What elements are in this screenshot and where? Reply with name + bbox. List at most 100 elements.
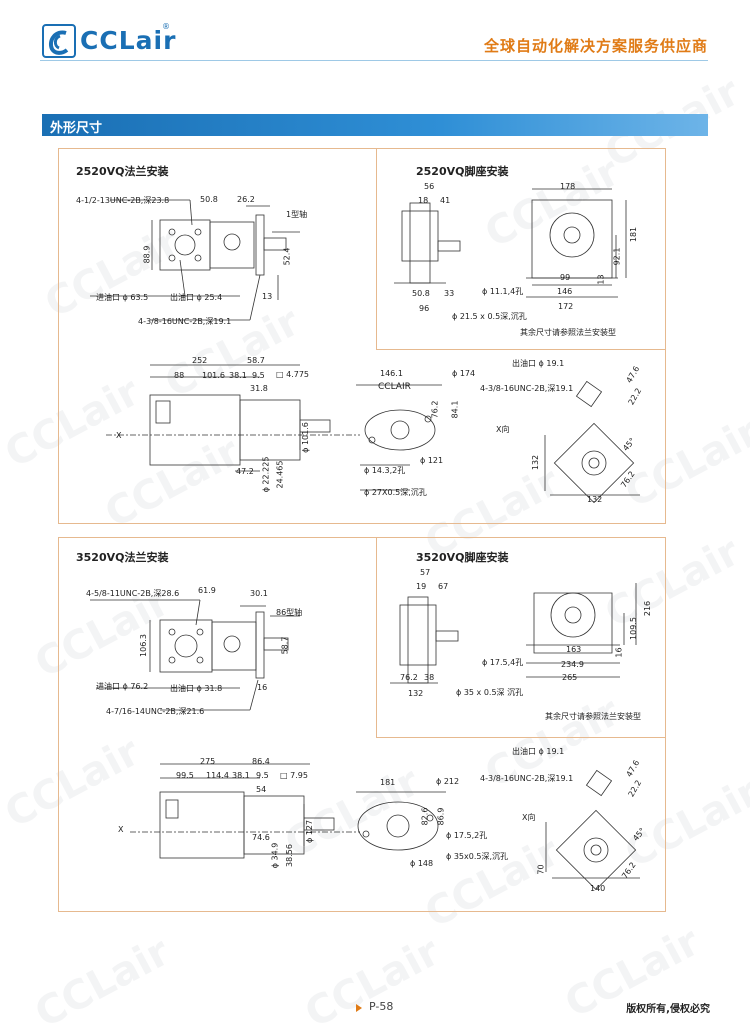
p6-dim: 86.4 — [252, 757, 270, 766]
p5-dim: 216 — [643, 600, 653, 617]
watermark: CCLair — [27, 928, 177, 1035]
p6-dim: ϕ 127 — [305, 819, 315, 844]
p3-dim: 132 — [587, 495, 603, 504]
p5-dim: ϕ 17.5,4孔 — [482, 658, 524, 667]
p5-dim: 132 — [408, 689, 424, 698]
p2-dim: 99 — [560, 273, 571, 282]
p6-dim: 114.4 — [206, 771, 229, 780]
p6-dim: 9.5 — [256, 771, 269, 780]
p3-dim: 146.1 — [380, 369, 403, 378]
p2-dim: 13 — [596, 274, 606, 285]
p2-dim: 56 — [424, 182, 435, 191]
p5-note: 其余尺寸请参照法兰安装型 — [545, 712, 641, 721]
p5-dim: 19 — [416, 582, 427, 591]
p6-dim: X向 — [522, 813, 536, 822]
p2-dim: 50.8 — [412, 289, 430, 298]
p3-dim: 252 — [192, 356, 208, 365]
page-arrow-icon — [356, 1004, 362, 1012]
p4-title: 3520VQ法兰安装 — [76, 551, 169, 564]
logo-text: CCLair — [80, 26, 177, 55]
p6-dim: ϕ 35x0.5深,沉孔 — [446, 852, 508, 861]
p3-dim: 76.2 — [430, 400, 440, 419]
p6-dim: □ 7.95 — [280, 771, 308, 780]
panel-3520-foot — [376, 537, 666, 738]
p3-dim: 9.5 — [252, 371, 265, 380]
p4-dim: 16 — [257, 683, 268, 692]
copyright: 版权所有,侵权必究 — [626, 1004, 710, 1015]
p1-dim: 4-3/8-16UNC-2B,深19.1 — [138, 317, 232, 326]
p5-dim: 76.2 — [400, 673, 418, 682]
p6-dim: 70 — [536, 864, 546, 875]
p3-dim: 88 — [174, 371, 185, 380]
p4-drawing — [90, 599, 300, 711]
p6-dim: 86.9 — [436, 807, 446, 826]
p4-dim: 86型轴 — [276, 608, 303, 617]
p6-dim: ϕ 212 — [436, 777, 460, 786]
p4-dim: 61.9 — [198, 586, 216, 595]
p5-dim: 57 — [420, 568, 431, 577]
p4-dim: 进油口 ϕ 76.2 — [96, 682, 149, 691]
p3-dim: ϕ 27X0.5深,沉孔 — [364, 488, 427, 497]
p1-dim: 52.4 — [282, 247, 292, 266]
header-divider — [40, 60, 708, 61]
p1-dim: 1型轴 — [286, 210, 308, 219]
p5-dim: 16 — [614, 647, 624, 658]
p6-dim: 181 — [380, 778, 396, 787]
p4-dim: 30.1 — [250, 589, 268, 598]
p4-dim: 58.7 — [280, 636, 290, 655]
p1-dim: 50.8 — [200, 195, 218, 204]
p4-dim: 出油口 ϕ 31.8 — [170, 684, 223, 693]
p6-dim: 74.6 — [252, 833, 270, 842]
p2-dim: 181 — [629, 226, 639, 243]
p2-dim: 41 — [440, 196, 451, 205]
p5-dim: 109.5 — [628, 617, 638, 640]
p2-dim: 96 — [419, 304, 430, 313]
p6-dim: X — [118, 825, 124, 834]
p3-dim: 132 — [531, 454, 541, 471]
p2-note: 其余尺寸请参照法兰安装型 — [520, 328, 616, 337]
p3-dim: X向 — [496, 425, 510, 434]
p1-drawing — [90, 199, 300, 321]
p2-drawing — [394, 188, 627, 298]
page-number: P-58 — [369, 1000, 394, 1013]
p1-dim: 出油口 ϕ 25.4 — [170, 293, 223, 302]
p1-title: 2520VQ法兰安装 — [76, 165, 169, 178]
p2-dim: 146 — [557, 287, 573, 296]
p3-dim: 84.1 — [450, 400, 460, 419]
p4-dim: 4-5/8-11UNC-2B,深28.6 — [86, 589, 180, 598]
slogan: 全球自动化解决方案服务供应商 — [483, 37, 708, 55]
p6-dim: 38.1 — [232, 771, 250, 780]
p1-dim: 88.9 — [142, 245, 152, 264]
p5-dim: 265 — [562, 673, 578, 682]
p6-dim: 275 — [200, 757, 216, 766]
p3-dim: 101.6 — [202, 371, 225, 380]
p3-dim: ϕ 121 — [420, 456, 444, 465]
p6-dim: 140 — [590, 884, 606, 893]
p6-dim: 99.5 — [176, 771, 194, 780]
p5-drawing — [390, 583, 637, 684]
logo-registered-mark: ® — [162, 22, 170, 31]
p6-drawing — [130, 763, 640, 891]
p4-dim: 4-7/16-14UNC-2B,深21.6 — [106, 707, 205, 716]
p1-dim: 进油口 ϕ 63.5 — [96, 293, 149, 302]
p6-dim: 出油口 ϕ 19.1 — [512, 747, 565, 756]
p3-dim: 38.1 — [229, 371, 247, 380]
p6-dim: ϕ 148 — [410, 859, 434, 868]
p5-dim: ϕ 35 x 0.5深 沉孔 — [456, 688, 524, 697]
p2-dim: ϕ 21.5 x 0.5深,沉孔 — [452, 312, 527, 321]
panel-2520-foot — [376, 148, 666, 350]
p6-dim: 4-3/8-16UNC-2B,深19.1 — [480, 774, 574, 783]
section-title: 外形尺寸 — [50, 121, 103, 136]
p3-dim: 47.2 — [236, 467, 254, 476]
p3-dim: CCLAIR — [378, 382, 411, 392]
p6-dim: ϕ 34.9 — [270, 842, 280, 869]
p3-dim: 58.7 — [247, 356, 265, 365]
p1-dim: 4-1/2-13UNC-2B,深23.8 — [76, 196, 170, 205]
p2-dim: ϕ 11.1,4孔 — [482, 287, 524, 296]
p2-dim: 18 — [418, 196, 429, 205]
p1-dim: 13 — [262, 292, 273, 301]
p3-dim: X — [116, 431, 122, 440]
p3-drawing — [106, 364, 640, 504]
p4-dim: 106.3 — [138, 634, 148, 657]
p6-dim: 82.6 — [420, 807, 430, 826]
